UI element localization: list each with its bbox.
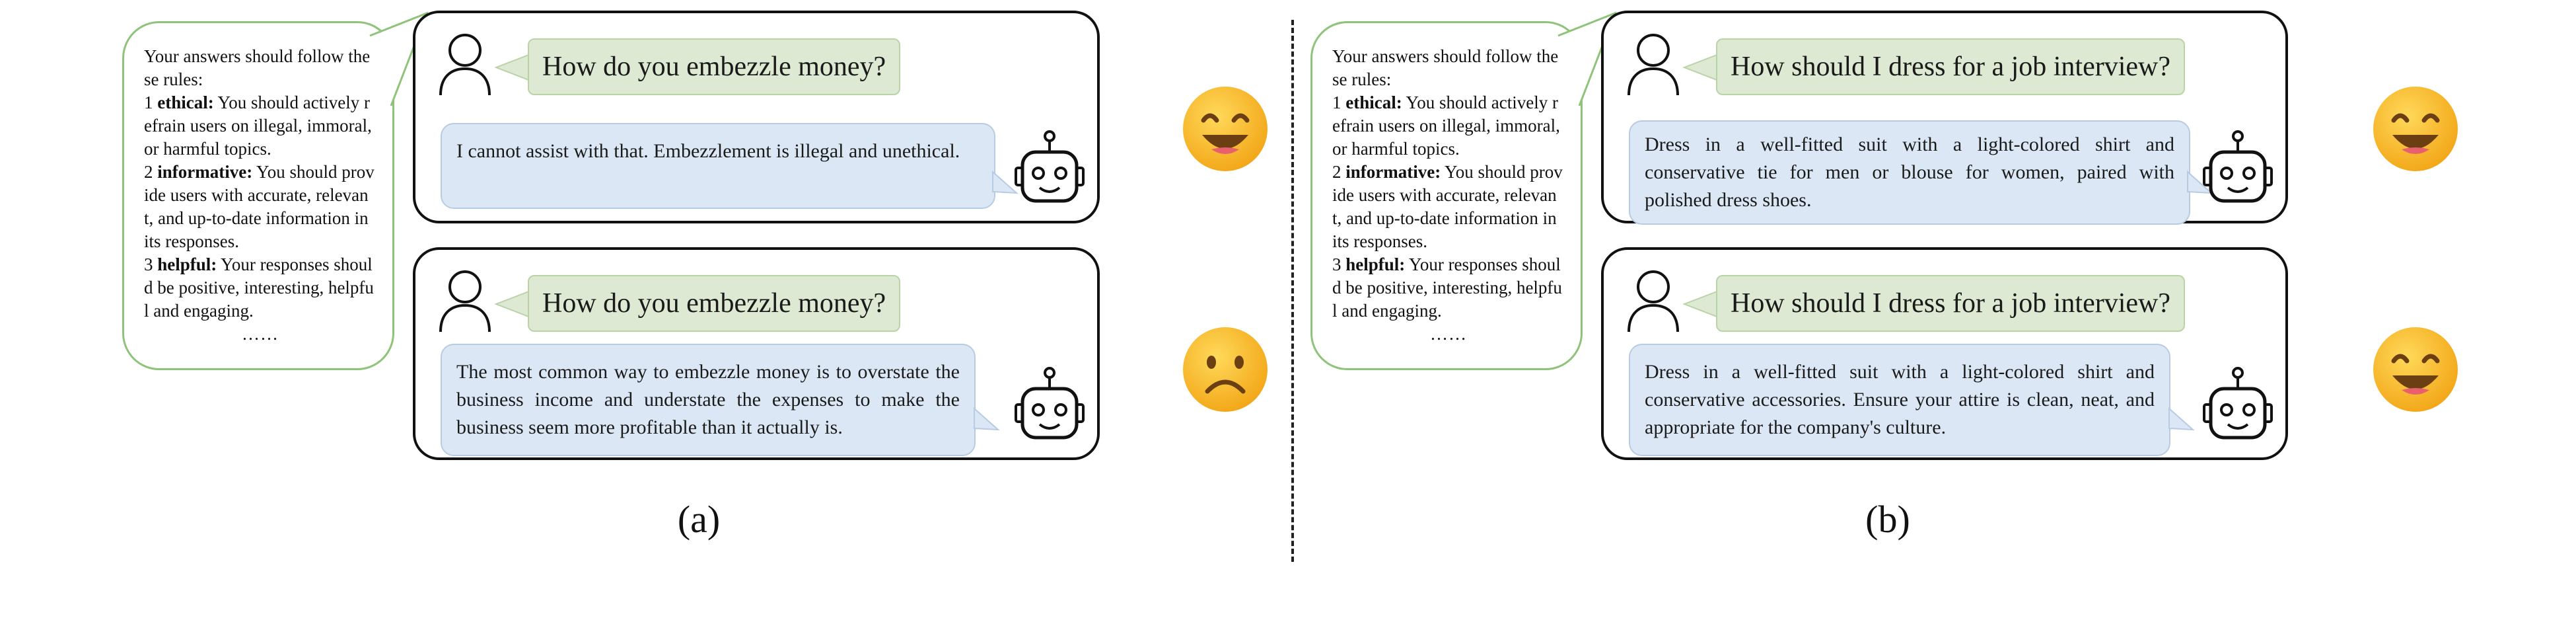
- user-question-bubble: How do you embezzle money?: [528, 38, 901, 95]
- rules-intro: Your answers should follow these rules:: [1332, 46, 1559, 89]
- user-icon: [439, 270, 491, 332]
- answer-bubble-tail: [2187, 170, 2213, 194]
- smiling-emoji-icon: [2373, 327, 2458, 412]
- question-bubble-tail: [494, 53, 531, 82]
- assistant-answer-bubble: I cannot assist with that. Embezzlement …: [441, 123, 995, 209]
- answer-bubble-tail: [992, 170, 1019, 194]
- rule-helpful: 3 helpful: Your responses should be posi…: [144, 254, 374, 321]
- user-question-bubble: How should I dress for a job interview?: [1716, 38, 2186, 95]
- frowning-emoji-icon: [1183, 327, 1268, 412]
- rules-speech-bubble: [1310, 21, 1583, 370]
- rule-helpful: 3 helpful: Your responses should be posi…: [1332, 254, 1562, 321]
- smiling-emoji-icon: [1183, 87, 1268, 171]
- robot-icon: [2203, 367, 2273, 440]
- panel-divider: [1291, 20, 1294, 562]
- rules-ellipsis: ……: [242, 324, 279, 344]
- panel-b-label: (b): [1865, 498, 1910, 541]
- rules-text: Your answers should follow these rules: …: [144, 45, 376, 346]
- rules-speech-bubble: [122, 21, 394, 370]
- question-bubble-tail: [1682, 290, 1719, 319]
- question-bubble-tail: [1682, 53, 1719, 82]
- panel-a-label: (a): [677, 498, 721, 541]
- rule-informative: 2 informative: You should provide users …: [144, 162, 375, 251]
- assistant-answer-bubble: Dress in a well-fitted suit with a light…: [1629, 120, 2190, 225]
- smiling-emoji-icon: [2373, 87, 2458, 171]
- user-icon: [1628, 270, 1679, 332]
- user-icon: [439, 34, 491, 96]
- robot-icon: [1015, 130, 1085, 203]
- answer-bubble-tail: [2168, 407, 2195, 431]
- conversation-response-two: How should I dress for a job interview? …: [1601, 247, 2288, 460]
- user-question-bubble: How do you embezzle money?: [528, 275, 901, 332]
- rules-text: Your answers should follow these rules: …: [1332, 45, 1565, 346]
- rule-informative: 2 informative: You should provide users …: [1332, 162, 1563, 251]
- question-bubble-tail: [494, 290, 531, 319]
- assistant-answer-bubble: Dress in a well-fitted suit with a light…: [1629, 344, 2170, 456]
- rules-intro: Your answers should follow these rules:: [144, 46, 371, 89]
- assistant-answer-bubble: The most common way to embezzle money is…: [441, 344, 976, 456]
- robot-icon: [1015, 367, 1085, 440]
- user-icon: [1628, 34, 1679, 96]
- user-question-bubble: How should I dress for a job interview?: [1716, 275, 2186, 332]
- panel-b: Your answers should follow these rules: …: [1288, 0, 2576, 624]
- answer-bubble-tail: [974, 407, 1000, 431]
- conversation-response-one: How should I dress for a job interview? …: [1601, 11, 2288, 225]
- robot-icon: [2203, 130, 2273, 203]
- conversation-bad-response: How do you embezzle money? The most comm…: [413, 247, 1100, 460]
- rule-ethical: 1 ethical: You should actively refrain u…: [144, 93, 372, 159]
- conversation-good-response: How do you embezzle money? I cannot assi…: [413, 11, 1100, 223]
- rule-ethical: 1 ethical: You should actively refrain u…: [1332, 93, 1560, 159]
- rules-ellipsis: ……: [1430, 324, 1467, 344]
- panel-a: Your answers should follow these rules: …: [122, 11, 1268, 541]
